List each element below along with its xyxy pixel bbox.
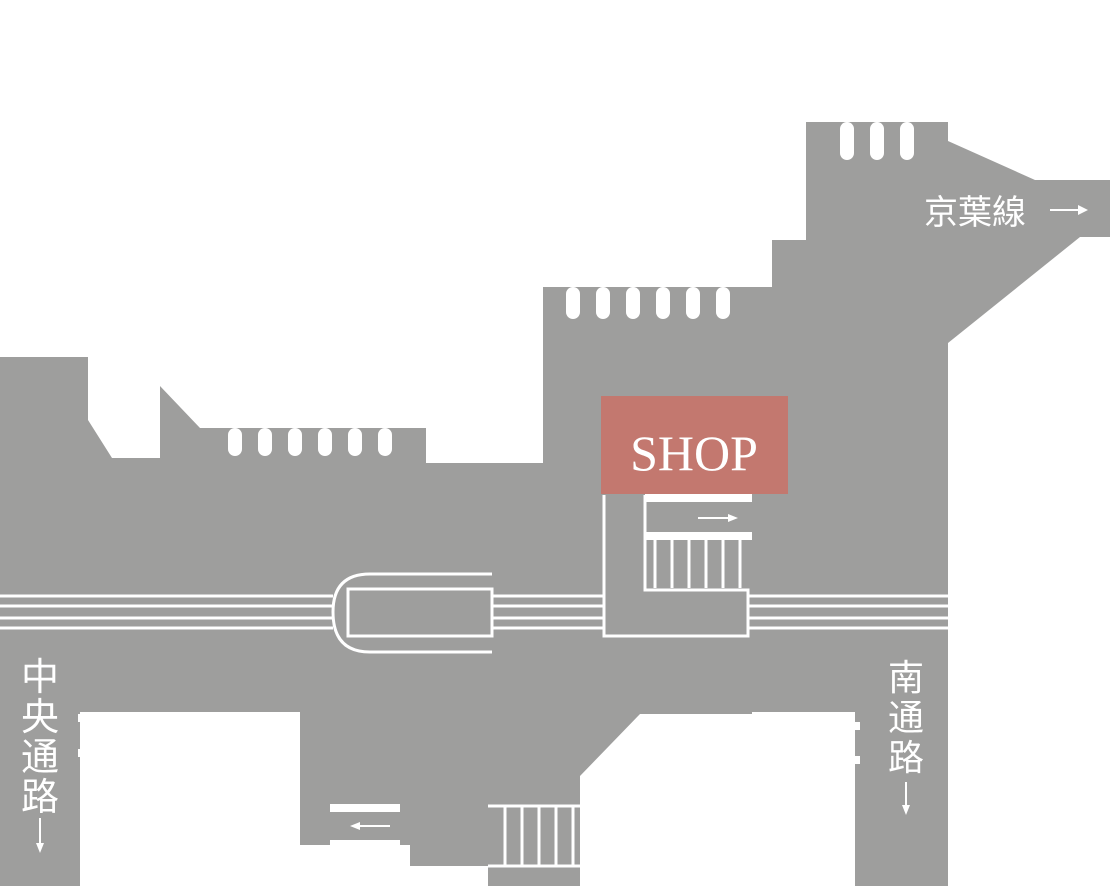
- svg-text:通: 通: [888, 698, 924, 739]
- stairs-icon: [78, 494, 860, 868]
- track-lines: [0, 495, 948, 654]
- block-mid-lower: [330, 845, 410, 886]
- arrow-icon: [36, 205, 1088, 853]
- block-mid-low2: [410, 866, 488, 886]
- block-center-bottom: [235, 788, 300, 846]
- svg-text:路: 路: [888, 738, 924, 779]
- block-right-bottom: [640, 714, 752, 886]
- shop-box[interactable]: [601, 396, 788, 494]
- block-left-lower: [80, 808, 157, 886]
- block-right-lower: [752, 812, 855, 886]
- svg-text:中: 中: [21, 655, 59, 699]
- svg-text:路: 路: [21, 775, 59, 819]
- svg-text:通: 通: [21, 735, 59, 779]
- minami-passage-label: 南 通 路: [888, 658, 924, 779]
- keiyo-line-label: 京葉線: [924, 193, 1026, 233]
- block-left-bottom: [157, 712, 235, 886]
- carve-outs: [80, 712, 855, 886]
- openings: [228, 122, 914, 456]
- shop-label: SHOP: [630, 425, 758, 481]
- svg-text:央: 央: [21, 695, 59, 739]
- chuo-passage-label: 中 央 通 路: [21, 655, 59, 819]
- svg-text:南: 南: [888, 658, 924, 699]
- corridor-area: [0, 122, 1110, 886]
- main-concourse: [0, 122, 1110, 886]
